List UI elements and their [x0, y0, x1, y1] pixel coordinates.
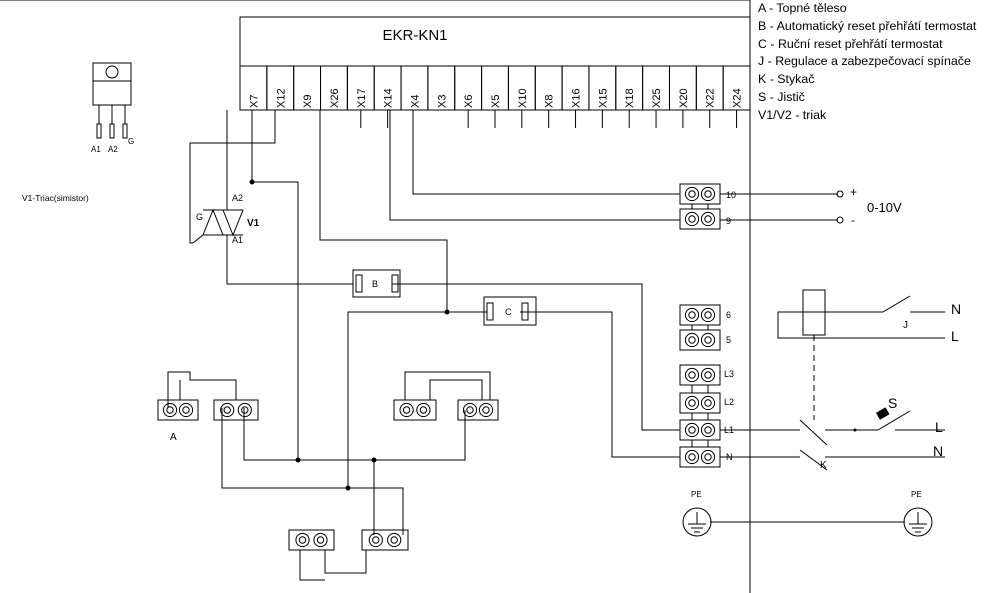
component-b-label: B: [372, 279, 378, 289]
term-l3-label: L3: [724, 369, 734, 379]
earth-right-icon: [903, 507, 933, 537]
module-terminal-label: X3: [436, 95, 448, 108]
component-a-label: A: [170, 432, 177, 443]
triac-a1-label: A1: [232, 235, 243, 245]
legend: A - Topné těleso B - Automatický reset p…: [758, 0, 986, 125]
module-terminal-label: X26: [329, 88, 341, 108]
triac-caption: V1-Triac(simistor): [22, 193, 89, 203]
signal-range: 0-10V: [867, 200, 902, 215]
module-terminal-boxes: [239, 65, 751, 128]
mains-n-top: N: [951, 301, 961, 317]
term-6-label: 6: [726, 310, 731, 320]
terminal-3-left: [288, 529, 335, 551]
legend-item: B - Automatický reset přehřátí termostat: [758, 18, 977, 33]
terminal-a-left: [157, 399, 199, 421]
enclosure-outline: [0, 0, 751, 593]
legend-item: J - Regulace a zabezpečovací spínače: [758, 54, 971, 69]
module-terminal-label: X6: [463, 95, 475, 108]
module-box: [239, 16, 751, 67]
triac-package-icon: [92, 62, 132, 139]
signal-plus: +: [850, 185, 857, 199]
triac-v1-label: V1: [247, 218, 260, 229]
terminal-a-right: [213, 399, 259, 421]
terminal-l3: [679, 364, 721, 386]
legend-item: V1/V2 - triak: [758, 107, 827, 122]
module-terminal-label: X15: [597, 88, 609, 108]
terminal-6: [679, 304, 721, 326]
module-terminal-label: X9: [302, 95, 314, 108]
module-terminal-label: X4: [409, 95, 421, 108]
component-s-label: S: [888, 395, 897, 411]
pin-label-a2: A2: [108, 145, 118, 154]
component-c-box: [483, 296, 537, 326]
terminal-10: [679, 183, 721, 205]
module-terminal-labels: X7 X12 X9 X26 X17 X14 X4 X3 X6 X5 X10 X8 X16 X15 X18 X2…: [248, 88, 743, 108]
earth-left-icon: [682, 507, 712, 537]
module-terminal-label: X25: [651, 88, 663, 108]
module-terminal-label: X12: [275, 88, 287, 108]
module-terminal-label: X20: [678, 88, 690, 108]
module-terminal-label: X7: [248, 95, 260, 108]
wiring: [167, 110, 945, 581]
triac-v1-icon: [192, 208, 244, 244]
module-terminal-label: X24: [732, 88, 744, 108]
term-l2-label: L2: [724, 397, 734, 407]
triac-gate-label: G: [196, 212, 203, 222]
module-terminal-label: X14: [383, 88, 395, 108]
legend-item: C - Ruční reset přehřátí termostat: [758, 36, 943, 51]
module-terminal-label: X10: [517, 88, 529, 108]
signal-minus: -: [851, 213, 855, 227]
mains-l-bottom: L: [935, 419, 943, 435]
terminal-5: [679, 329, 721, 351]
triac-a2-label: A2: [232, 193, 243, 203]
terminal-2-right: [457, 399, 499, 421]
module-terminal-label: X5: [490, 95, 502, 108]
terminal-3-right: [361, 529, 409, 551]
component-j-label: J: [903, 320, 908, 331]
module-title: EKR-KN1: [382, 27, 447, 44]
legend-item: S - Jistič: [758, 89, 805, 104]
legend-item: A - Topné těleso: [758, 1, 847, 15]
module-terminal-label: X17: [356, 88, 368, 108]
component-b-box: [352, 269, 401, 298]
term-5-label: 5: [726, 335, 731, 345]
module-terminal-label: X16: [571, 88, 583, 108]
mains-l-top: L: [951, 328, 959, 344]
terminal-9: [679, 208, 721, 230]
mains-n-bottom: N: [933, 443, 943, 459]
earth-left-label: PE: [691, 490, 702, 499]
term-l1-label: L1: [724, 425, 734, 435]
term-10-label: 10: [726, 190, 736, 200]
pin-label-g: G: [128, 137, 134, 146]
earth-right-label: PE: [911, 490, 922, 499]
term-9-label: 9: [726, 216, 731, 226]
module-terminal-label: X22: [705, 88, 717, 108]
screw-terminals: [157, 183, 721, 551]
term-n-label: N: [726, 452, 733, 462]
module-terminal-label: X8: [544, 95, 556, 108]
component-c-label: C: [505, 307, 512, 317]
pin-label-a1: A1: [91, 145, 101, 154]
terminal-2-left: [393, 399, 437, 421]
terminal-n: [679, 446, 721, 468]
module-terminal-label: X18: [624, 88, 636, 108]
component-k-label: K: [820, 460, 827, 471]
terminal-l2: [679, 392, 721, 414]
legend-item: K - Stykač: [758, 72, 815, 87]
terminal-l1: [679, 419, 721, 441]
